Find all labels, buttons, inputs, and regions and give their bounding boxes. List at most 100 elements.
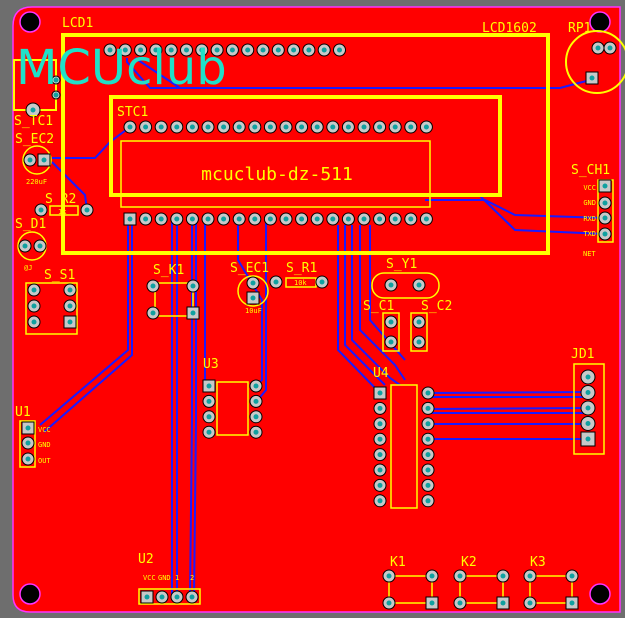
drill-hole [27, 157, 33, 163]
drill-hole [425, 390, 431, 396]
drill-hole [127, 124, 133, 130]
drill-hole [174, 216, 180, 222]
u1-pin-out: OUT [38, 457, 51, 465]
drill-hole [408, 216, 414, 222]
drill-hole [158, 216, 164, 222]
drill-hole [159, 594, 165, 600]
k3-label: K3 [530, 555, 546, 570]
drill-hole [595, 45, 601, 51]
drill-hole [245, 47, 251, 53]
drill-hole [425, 421, 431, 427]
drill-hole [168, 47, 174, 53]
s-d1-value: @J [24, 264, 32, 272]
drill-hole [144, 594, 150, 600]
drill-hole [31, 303, 37, 309]
k1-label: K1 [390, 555, 406, 570]
s-k1-label: S_K1 [153, 263, 184, 278]
drill-hole [190, 283, 196, 289]
drill-hole [143, 124, 149, 130]
lcd1602-label: LCD1602 [482, 21, 537, 36]
mounting-hole [589, 583, 611, 605]
u4-label: U4 [373, 366, 389, 381]
s-ec1-value: 10uF [245, 307, 262, 315]
s-ec2-value: 220uF [26, 178, 47, 186]
s-c1-label: S_C1 [363, 299, 394, 314]
drill-hole [392, 124, 398, 130]
s-ec2-outline [22, 145, 52, 175]
labels: LCD1 LCD1602 S_TC1 RP1 STC1 mcuclub-dz-5… [14, 16, 610, 582]
s-k1-outline [154, 282, 194, 317]
drill-hole [299, 216, 305, 222]
drill-hole [425, 482, 431, 488]
drill-hole [388, 319, 394, 325]
drill-hole [30, 107, 36, 113]
u4-body [390, 384, 418, 509]
drill-hole [423, 216, 429, 222]
u1-label: U1 [15, 405, 31, 420]
s-r2-body [49, 205, 79, 216]
drill-hole [500, 573, 506, 579]
u1-outline [19, 420, 36, 468]
drill-hole [107, 47, 113, 53]
u1-pin-gnd: GND [38, 441, 51, 449]
drill-hole [377, 452, 383, 458]
drill-hole [267, 216, 273, 222]
drill-hole [229, 47, 235, 53]
drill-hole [273, 279, 279, 285]
k2-outline [459, 575, 504, 604]
drill-hole [174, 594, 180, 600]
drill-hole [189, 594, 195, 600]
s-r1-value: 10k [294, 279, 307, 287]
drill-hole [127, 216, 133, 222]
drill-hole [585, 405, 591, 411]
s-ch1-label: S_CH1 [571, 163, 610, 178]
s-ch1-pin-gnd: GND [583, 199, 596, 207]
u3-body [216, 381, 249, 436]
s-ch1-pin-vcc: VCC [583, 184, 596, 192]
drill-hole [189, 124, 195, 130]
drill-hole [425, 498, 431, 504]
drill-hole [190, 310, 196, 316]
drill-hole [205, 216, 211, 222]
drill-hole [416, 319, 422, 325]
drill-hole [425, 405, 431, 411]
drill-hole [345, 216, 351, 222]
drill-hole [377, 390, 383, 396]
drill-hole [221, 124, 227, 130]
u2-pin-vcc: VCC [143, 574, 156, 582]
drill-hole [206, 414, 212, 420]
drill-hole [607, 45, 613, 51]
drill-hole [189, 216, 195, 222]
drill-hole [585, 421, 591, 426]
drill-hole [214, 47, 220, 53]
s-y1-label: S_Y1 [386, 257, 417, 272]
s-d1-label: S_D1 [15, 217, 46, 232]
drill-hole [252, 216, 258, 222]
drill-hole [569, 600, 575, 606]
drill-hole [527, 573, 533, 579]
jd1-outline [573, 363, 605, 455]
drill-hole [377, 498, 383, 504]
drill-hole [306, 47, 312, 53]
s-c1-outline [382, 312, 400, 352]
drill-hole [184, 47, 189, 53]
mcuclub-logo: MCUclub [16, 40, 227, 96]
drill-hole [500, 600, 506, 606]
drill-hole [457, 573, 463, 579]
drill-hole [314, 124, 320, 130]
drill-hole [31, 287, 37, 293]
u2-outline [138, 588, 201, 605]
u2-pin-1: 1 [175, 574, 179, 582]
drill-hole [299, 124, 305, 130]
drill-hole [377, 421, 383, 427]
drill-hole [330, 124, 336, 130]
drill-hole [53, 92, 59, 98]
drill-hole [416, 282, 422, 288]
drill-hole [236, 216, 242, 222]
drill-hole [429, 573, 435, 579]
pads [18, 41, 617, 610]
drill-hole [253, 414, 259, 420]
u2-pin-gnd: GND [158, 574, 171, 582]
drill-hole [291, 47, 297, 53]
drill-hole [388, 282, 394, 288]
